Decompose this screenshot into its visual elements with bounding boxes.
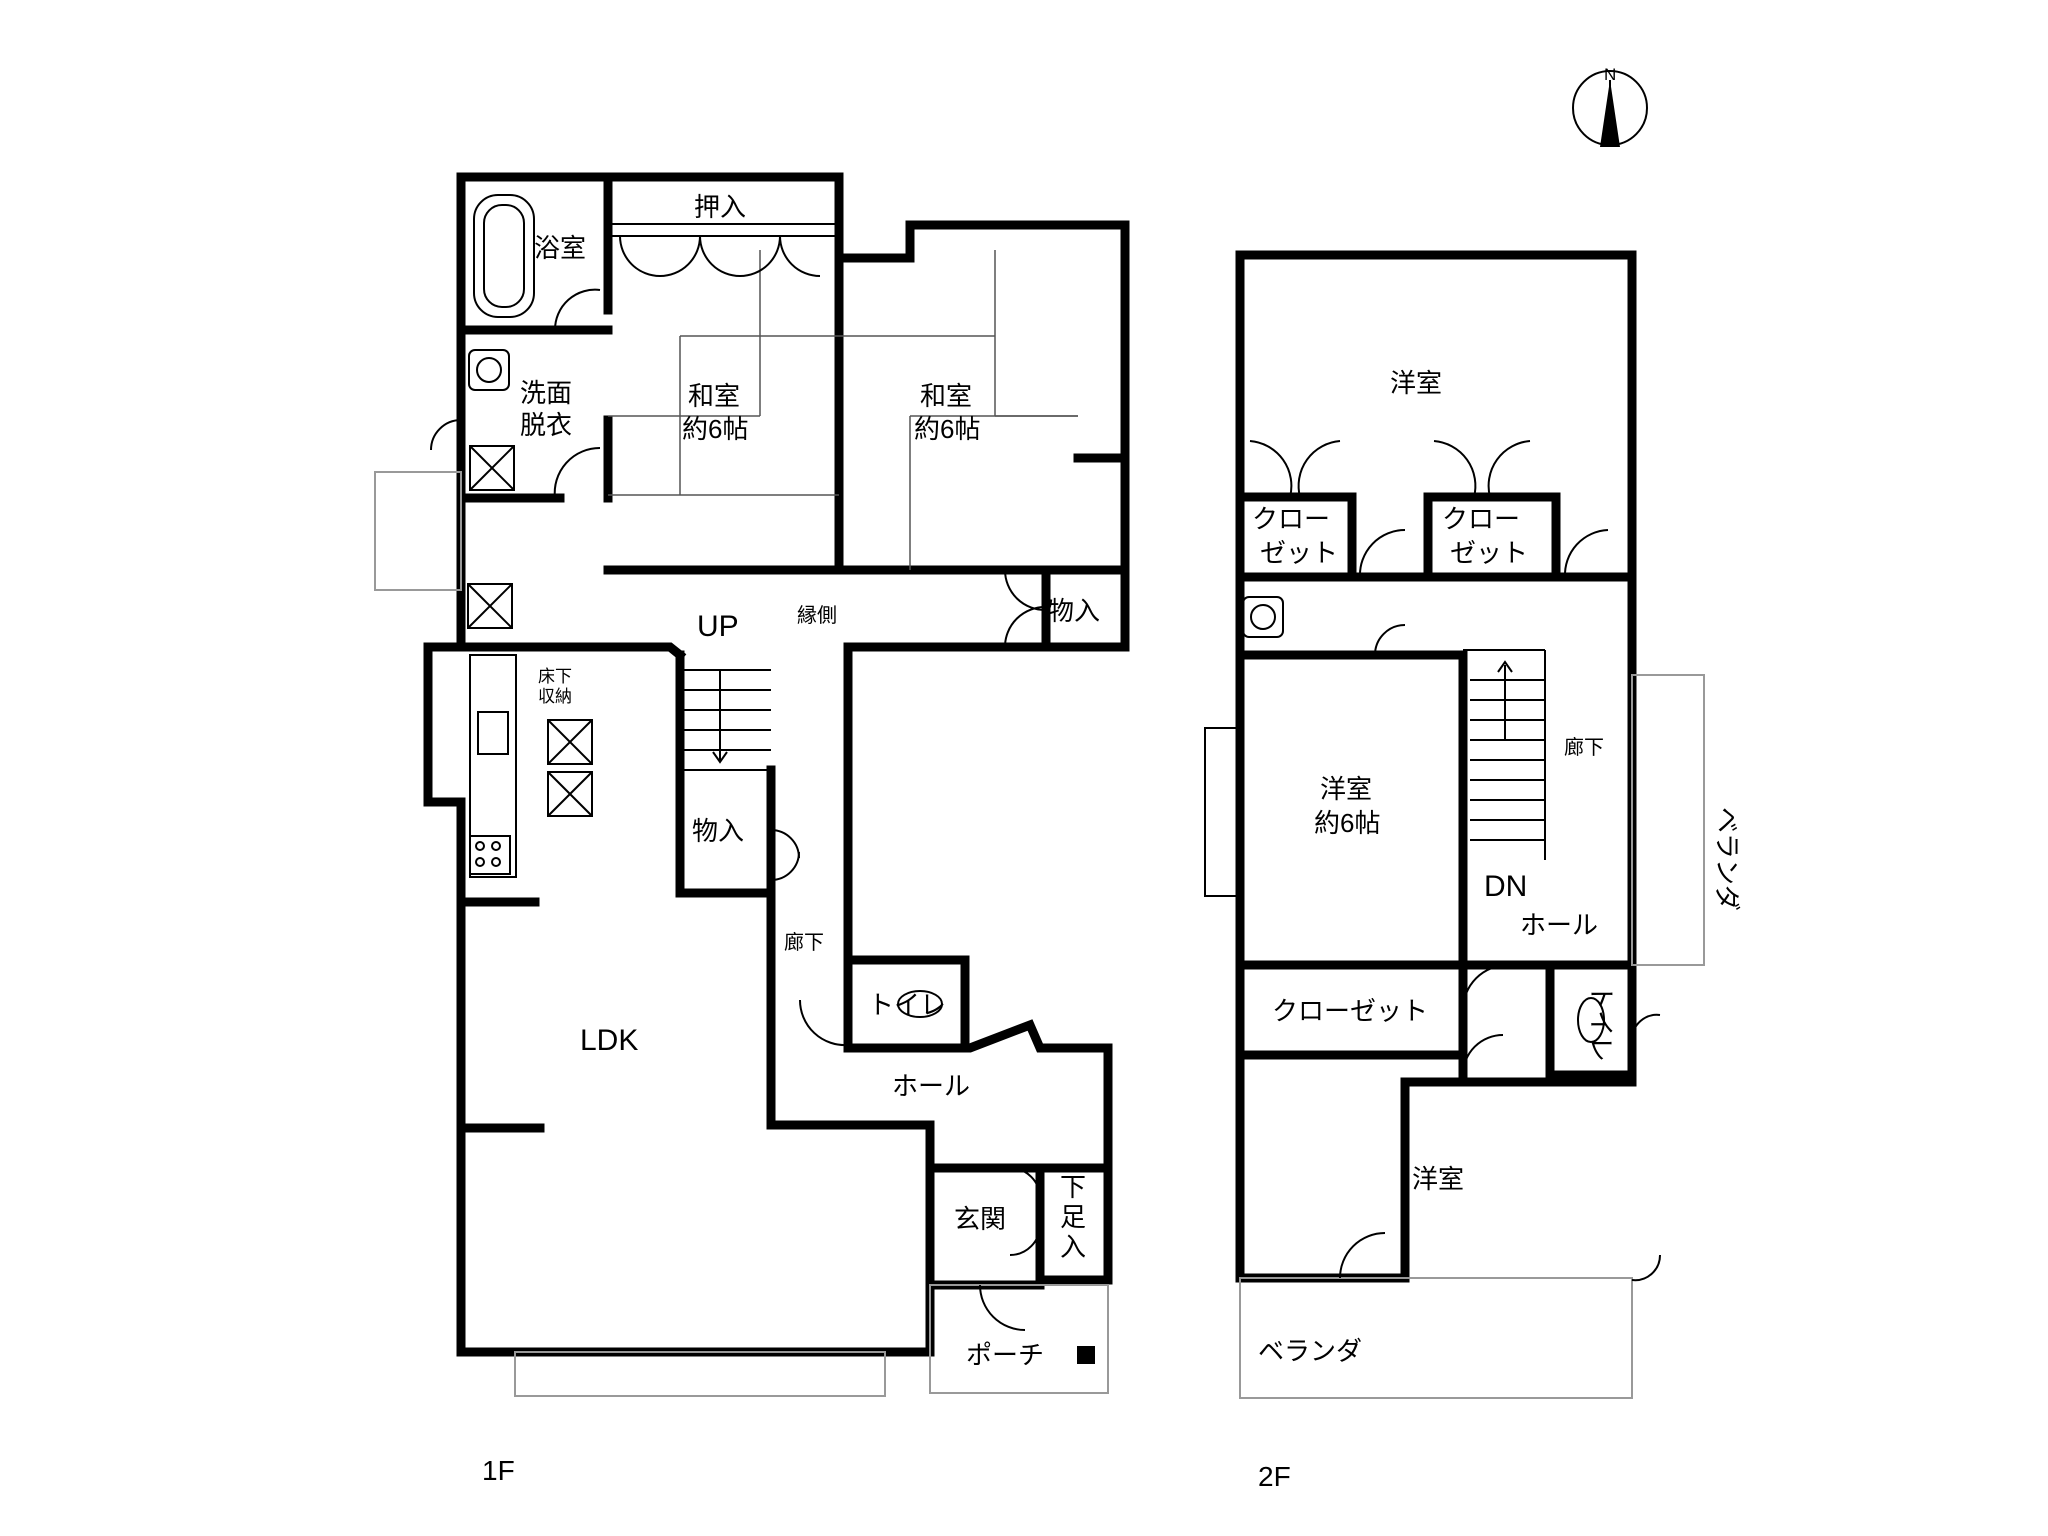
label-washroom-2: 脱衣 xyxy=(520,410,572,440)
first-floor-labels: 浴室 押入 洗面 脱衣 和室 約6帖 和室 約6帖 縁側 UP 物入 床下 収納… xyxy=(482,192,1100,1486)
label-western-mid-1: 洋室 xyxy=(1320,774,1372,804)
second-floor-walls xyxy=(1235,250,1637,1283)
label-corridor-2f: 廊下 xyxy=(1564,736,1604,759)
first-floor-details xyxy=(374,194,1109,1397)
second-floor-plan: 洋室 クロー ゼット クロー ゼット 洋室 約6帖 廊下 DN ホール ベランダ… xyxy=(1204,250,1742,1492)
label-balcony-south: ベランダ xyxy=(1258,1336,1362,1366)
label-western-south: 洋室 xyxy=(1412,1164,1464,1194)
label-storage-b: 物入 xyxy=(692,816,744,846)
label-closet-a-1: クロー xyxy=(1252,504,1330,534)
label-washitsu-a-2: 約6帖 xyxy=(682,414,748,444)
label-shoe-3: 入 xyxy=(1060,1232,1086,1262)
label-closet-long: クローゼット xyxy=(1272,996,1428,1026)
label-corridor: 廊下 xyxy=(784,931,824,954)
label-storage-a: 物入 xyxy=(1048,596,1100,626)
label-washitsu-a-1: 和室 xyxy=(688,381,740,411)
label-bath: 浴室 xyxy=(534,233,586,263)
first-floor-plan: 浴室 押入 洗面 脱衣 和室 約6帖 和室 約6帖 縁側 UP 物入 床下 収納… xyxy=(374,172,1130,1486)
label-western-mid-2: 約6帖 xyxy=(1314,808,1380,838)
label-hall-2f: ホール xyxy=(1520,910,1598,940)
label-shoe-2: 足 xyxy=(1060,1202,1086,1232)
floor-label-2f: 2F xyxy=(1258,1461,1291,1492)
label-up: UP xyxy=(697,610,739,643)
label-western-north: 洋室 xyxy=(1390,368,1442,398)
north-label: N xyxy=(1604,65,1616,84)
label-engawa: 縁側 xyxy=(797,604,837,627)
label-closet-b-2: ゼット xyxy=(1450,538,1528,568)
label-toilet: トイレ xyxy=(868,990,946,1020)
floor-label-1f: 1F xyxy=(482,1455,515,1486)
label-hall: ホール xyxy=(892,1071,970,1101)
label-porch: ポーチ xyxy=(966,1340,1044,1370)
second-floor-details xyxy=(1204,440,1705,1399)
label-oshiire: 押入 xyxy=(694,192,746,222)
label-washitsu-b-2: 約6帖 xyxy=(914,414,980,444)
label-washroom-1: 洗面 xyxy=(520,378,572,408)
label-closet-b-1: クロー xyxy=(1442,504,1520,534)
label-ldk: LDK xyxy=(580,1024,638,1057)
north-arrow-icon: N xyxy=(1572,65,1648,147)
label-underfloor-2: 収納 xyxy=(538,687,572,706)
label-balcony-east: ベランダ xyxy=(1712,807,1742,911)
label-dn: DN xyxy=(1484,870,1527,903)
label-closet-a-2: ゼット xyxy=(1260,538,1338,568)
label-shoe-1: 下 xyxy=(1060,1172,1086,1202)
first-floor-walls xyxy=(423,172,1130,1357)
second-floor-labels: 洋室 クロー ゼット クロー ゼット 洋室 約6帖 廊下 DN ホール ベランダ… xyxy=(1252,368,1742,1492)
label-underfloor-1: 床下 xyxy=(538,667,572,686)
label-toilet-2f: トイレ xyxy=(1586,984,1616,1062)
label-washitsu-b-1: 和室 xyxy=(920,381,972,411)
label-entrance: 玄関 xyxy=(954,1204,1006,1234)
